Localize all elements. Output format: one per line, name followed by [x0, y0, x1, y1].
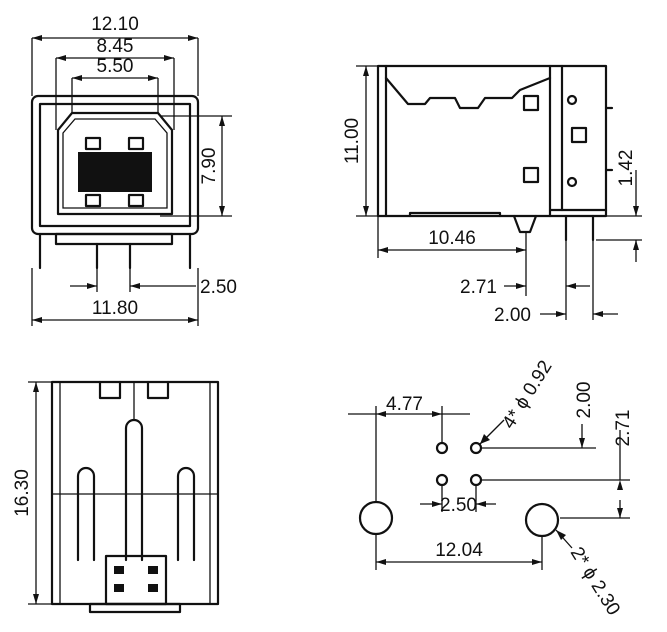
- dim-row-offset: 2.71: [613, 410, 634, 447]
- side-body: [376, 64, 608, 218]
- front-inner-shell: [38, 102, 192, 228]
- front-contact: [84, 193, 102, 208]
- pin-hole: [435, 473, 449, 487]
- top-side-pin: [76, 466, 96, 562]
- dim-port-width: 8.45: [97, 36, 134, 57]
- side-latch: [570, 126, 588, 144]
- dim-mount-hole: 2* ϕ 2.30: [566, 544, 624, 620]
- dim-side-height: 11.00: [342, 118, 363, 164]
- dim-pin-spacing-b: 2.00: [494, 305, 531, 326]
- mount-hole: [358, 500, 394, 536]
- dim-mount-pitch: 12.04: [435, 540, 483, 561]
- dim-small-hole: 4* ϕ 0.92: [498, 357, 556, 433]
- side-view: 11.00 10.46 1.42 2.71 2.00: [342, 64, 642, 326]
- dim-row-spacing: 2.00: [574, 382, 595, 419]
- pin-hole: [469, 441, 483, 455]
- front-contact: [127, 136, 145, 151]
- dim-base-width: 11.80: [92, 298, 138, 319]
- side-rivet: [566, 94, 578, 106]
- dim-footprint-pin-pitch: 2.50: [440, 495, 477, 516]
- top-pin-end: [114, 566, 124, 574]
- mount-hole: [524, 502, 560, 538]
- top-view: 16.30: [12, 380, 220, 614]
- side-latch: [522, 166, 540, 184]
- dim-top-length: 16.30: [12, 469, 33, 517]
- top-side-pin: [176, 466, 196, 562]
- top-base: [88, 602, 182, 614]
- top-pin-end: [148, 584, 158, 592]
- side-latch: [522, 94, 540, 112]
- dim-pin-offset: 1.42: [616, 150, 637, 187]
- top-center-pin: [124, 418, 144, 562]
- dim-overall-width: 12.10: [91, 14, 139, 35]
- front-port-inner: [62, 118, 168, 209]
- dim-footprint-pitch-x: 4.77: [386, 394, 423, 415]
- dim-pin-pitch: 2.50: [200, 277, 237, 298]
- side-notch: [512, 214, 538, 234]
- front-contact: [127, 193, 145, 208]
- top-pin-end: [114, 584, 124, 592]
- pin-hole: [469, 473, 483, 487]
- dim-port-inner-width: 5.50: [97, 56, 134, 77]
- side-rivet: [566, 176, 578, 188]
- side-contact-outline: [384, 76, 552, 110]
- front-view: 12.10 8.45 5.50 7.90 2.50: [30, 14, 237, 326]
- front-base: [54, 232, 174, 246]
- front-tongue: [78, 152, 152, 192]
- front-contact: [84, 136, 102, 151]
- pcb-footprint: 4.77 4* ϕ 0.92 2.00 2.71 2.50 12.04: [348, 357, 634, 619]
- pin-hole: [435, 441, 449, 455]
- top-pin-block: [104, 554, 168, 606]
- top-pin-end: [148, 566, 158, 574]
- dim-port-height: 7.90: [199, 148, 220, 185]
- dim-body-length: 10.46: [428, 228, 476, 249]
- dim-pin-spacing-a: 2.71: [460, 277, 497, 298]
